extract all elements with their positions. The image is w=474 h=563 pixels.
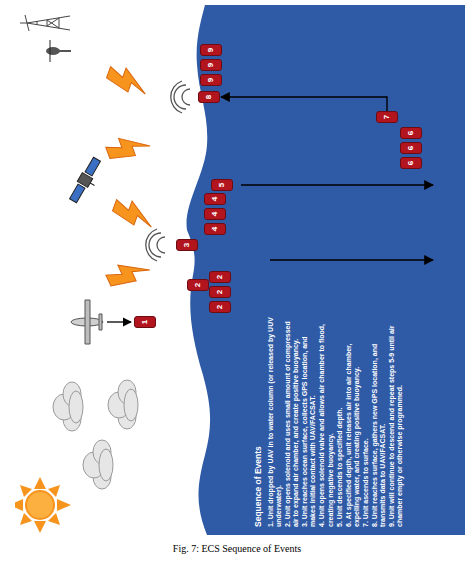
ecs-unit: 6 xyxy=(400,142,422,154)
callout-number: 4 xyxy=(211,225,219,233)
callout-number: 9 xyxy=(207,46,215,54)
callout-number: 6 xyxy=(407,144,415,152)
travel-arrows xyxy=(241,185,433,260)
list-item: 6. At specified depth, unit releases air… xyxy=(345,315,361,527)
figure-frame: 1 2 2 2 2 3 4 4 4 5 6 6 6 7 8 9 9 9 Sequence of Events 1. … xyxy=(15,5,465,535)
list-item: 8. Unit reaches surface, gathers new GPS… xyxy=(371,315,387,527)
ascent-return-arrow xyxy=(221,97,387,111)
signal-arcs xyxy=(146,81,190,261)
ocean xyxy=(187,5,465,535)
ecs-unit: 1 xyxy=(134,316,156,328)
callout-number: 1 xyxy=(141,318,149,326)
list-heading: Sequence of Events xyxy=(253,315,263,527)
callout-number: 2 xyxy=(194,281,202,289)
callout-number: 6 xyxy=(407,129,415,137)
radio-link-bolts xyxy=(104,63,157,292)
drop-arrow xyxy=(107,321,131,322)
callout-number: 6 xyxy=(407,159,415,167)
ecs-unit: 5 xyxy=(211,179,233,191)
list-item: 9. Unit will continue to descend and rep… xyxy=(388,315,404,527)
list-item: 1. Unit dropped by UAV in to water colum… xyxy=(267,315,283,527)
callout-number: 7 xyxy=(383,113,391,121)
callout-number: 9 xyxy=(207,61,215,69)
sequence-list: Sequence of Events 1. Unit dropped by UAV… xyxy=(253,315,405,527)
ecs-unit: 2 xyxy=(209,301,231,313)
caption-text: Fig. 7: ECS Sequence of Events xyxy=(173,543,301,554)
clouds xyxy=(53,380,138,489)
list-item: 7. Unit ascends to surface. xyxy=(362,315,370,527)
ecs-unit: 4 xyxy=(204,193,226,205)
ecs-unit: 7 xyxy=(376,111,398,123)
ecs-unit: 6 xyxy=(400,157,422,169)
ecs-unit: 8 xyxy=(198,91,220,103)
ecs-unit: 6 xyxy=(400,127,422,139)
ecs-unit: 4 xyxy=(204,223,226,235)
ecs-unit: 9 xyxy=(200,59,222,71)
uav-aircraft xyxy=(71,300,103,344)
ecs-unit: 3 xyxy=(176,239,198,251)
callout-number: 3 xyxy=(183,241,191,249)
callout-number: 2 xyxy=(216,273,224,281)
ecs-unit: 2 xyxy=(187,279,209,291)
antenna-tower xyxy=(20,15,70,31)
callout-number: 2 xyxy=(216,303,224,311)
callout-number: 9 xyxy=(207,76,215,84)
callout-number: 4 xyxy=(211,195,219,203)
ecs-unit: 4 xyxy=(204,208,226,220)
callout-number: 5 xyxy=(218,181,226,189)
ecs-unit: 9 xyxy=(200,44,222,56)
callout-number: 8 xyxy=(205,93,213,101)
callout-number: 2 xyxy=(216,288,224,296)
ecs-unit: 2 xyxy=(209,271,231,283)
list-item: 2. Unit opens solenoid and uses small am… xyxy=(284,315,300,527)
ecs-unit: 9 xyxy=(200,74,222,86)
callout-number: 4 xyxy=(211,210,219,218)
list-item: 4. Unit opens solenoid valve and allows … xyxy=(318,315,334,527)
sun xyxy=(15,477,71,533)
satellite xyxy=(68,156,107,206)
ecs-unit: 2 xyxy=(209,286,231,298)
list-item: 5. Unit descends to specified depth. xyxy=(336,315,344,527)
list-item: 3. Unit reaches ocean surface, collects … xyxy=(301,315,317,527)
helicopter xyxy=(46,40,71,62)
figure-caption: Fig. 7: ECS Sequence of Events xyxy=(0,543,474,554)
